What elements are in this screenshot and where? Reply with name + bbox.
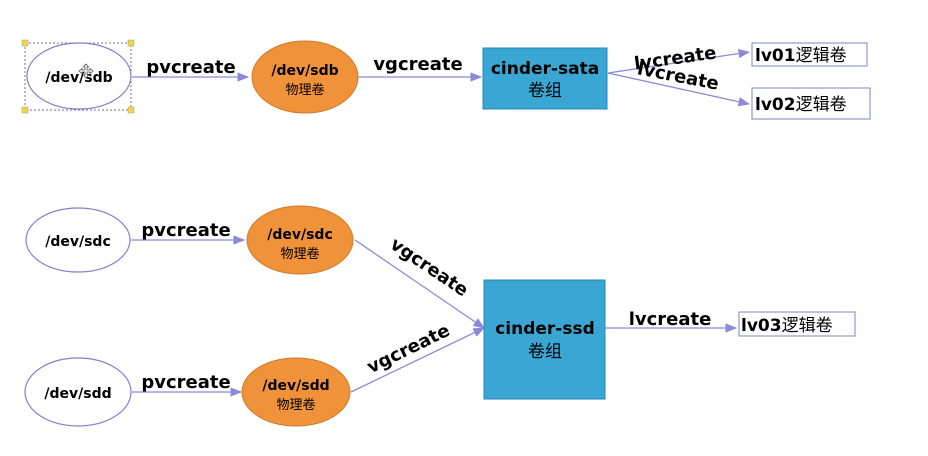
label-vgcreate-sdb: vgcreate	[373, 54, 462, 75]
label-lvcreate-lv03: lvcreate	[629, 309, 712, 330]
vg-sata[interactable]: cinder-sata 卷组	[482, 47, 608, 110]
disk-sdb-label: /dev/sdb	[45, 70, 112, 86]
disk-sdc-label: /dev/sdc	[45, 234, 111, 250]
pv-sdd-sub: 物理卷	[276, 397, 315, 413]
pv-sdd-label: /dev/sdd	[262, 378, 329, 394]
svg-text:lv03逻辑卷: lv03逻辑卷	[741, 316, 833, 336]
vg-ssd-sub: 卷组	[528, 342, 562, 362]
pv-sdc-label: /dev/sdc	[267, 227, 333, 243]
label-pvcreate-sdb: pvcreate	[146, 57, 235, 78]
arrow-lvcreate-lv01	[607, 48, 751, 74]
disk-sdc[interactable]: /dev/sdc	[25, 207, 131, 273]
label-pvcreate-sdc: pvcreate	[141, 220, 230, 241]
pv-sdd[interactable]: /dev/sdd 物理卷	[241, 357, 351, 427]
vg-ssd-label: cinder-ssd	[495, 319, 595, 339]
arrow-vgcreate-sdd	[350, 327, 486, 393]
lv02-cn: 逻辑卷	[796, 95, 847, 115]
pv-sdb-label: /dev/sdb	[271, 63, 338, 79]
lv-lv03[interactable]: lv03逻辑卷	[738, 311, 856, 337]
lv01-code: lv01	[755, 46, 796, 66]
pv-sdb-sub: 物理卷	[285, 82, 324, 98]
vg-ssd[interactable]: cinder-ssd 卷组	[483, 279, 606, 400]
pv-sdb[interactable]: /dev/sdb 物理卷	[251, 40, 359, 114]
vg-sata-label: cinder-sata	[491, 59, 599, 79]
svg-text:lv02逻辑卷: lv02逻辑卷	[755, 95, 847, 115]
svg-text:lv01逻辑卷: lv01逻辑卷	[755, 46, 847, 66]
label-pvcreate-sdd: pvcreate	[141, 372, 230, 393]
disk-sdb[interactable]: /dev/sdb	[26, 42, 132, 110]
lv-lv01[interactable]: lv01逻辑卷	[751, 42, 868, 67]
arrow-lvcreate-lv02	[607, 72, 751, 107]
disk-sdd-label: /dev/sdd	[44, 386, 111, 402]
lv01-cn: 逻辑卷	[796, 46, 847, 66]
lv-lv02[interactable]: lv02逻辑卷	[751, 87, 871, 120]
disk-sdd[interactable]: /dev/sdd	[24, 357, 132, 427]
pv-sdc-sub: 物理卷	[280, 246, 319, 262]
lv03-cn: 逻辑卷	[782, 316, 833, 336]
vg-sata-sub: 卷组	[528, 81, 562, 101]
arrow-vgcreate-sdc	[354, 239, 485, 329]
lv03-code: lv03	[741, 316, 782, 336]
pv-sdc[interactable]: /dev/sdc 物理卷	[246, 205, 354, 275]
lv02-code: lv02	[755, 95, 796, 115]
move-cursor-icon	[78, 63, 94, 79]
